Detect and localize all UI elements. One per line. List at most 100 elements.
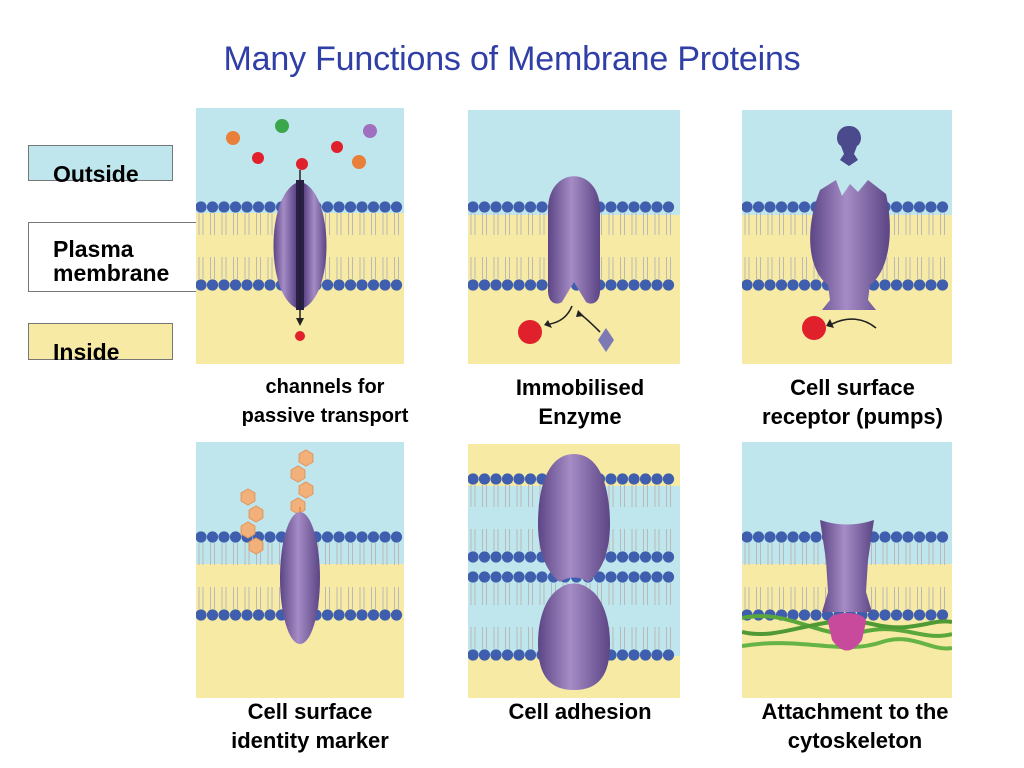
lipid-head: [321, 201, 334, 213]
lipid-head: [229, 609, 242, 621]
molecule-orange: [352, 155, 366, 169]
reaction-arrowhead: [544, 320, 552, 328]
lipid-head: [616, 201, 629, 213]
lipid-head: [593, 571, 606, 583]
lipid-head: [913, 531, 926, 543]
lipid-head: [616, 571, 629, 583]
lipid-head: [902, 279, 914, 291]
lipid-head: [662, 649, 675, 661]
lipid-head: [524, 201, 537, 213]
lipid-head: [879, 279, 891, 291]
lipid-head: [390, 201, 403, 213]
sugar-hexagon: [290, 465, 306, 483]
lipid-head: [218, 531, 230, 543]
lipid-head: [524, 571, 537, 583]
lipid-head: [367, 531, 380, 543]
lipid-head: [752, 279, 765, 291]
lipid-head: [810, 531, 822, 543]
lipid-head: [321, 531, 334, 543]
molecule-red: [295, 331, 305, 341]
adhesion-protein-bottom: [538, 583, 610, 690]
lipid-head: [787, 279, 799, 291]
caption-identity-marker: Cell surface identity marker: [231, 699, 389, 753]
legend-plasma-membrane: Plasma membrane: [28, 222, 196, 292]
lipid-head: [810, 609, 822, 621]
lipid-head: [513, 571, 525, 583]
sugar-hexagon: [240, 488, 256, 506]
transport-arrowhead: [296, 318, 304, 326]
lipid-head: [356, 201, 368, 213]
lipid-head: [206, 201, 219, 213]
sugar-hexagon: [248, 537, 264, 555]
lipid-head: [662, 279, 675, 291]
lipid-head: [241, 609, 253, 621]
legend-outside-label: Outside: [53, 161, 139, 187]
panel-identity-marker: [196, 442, 404, 698]
lipid-head: [356, 531, 368, 543]
lipid-head: [764, 531, 776, 543]
lipid-head: [367, 201, 380, 213]
lipid-head: [524, 551, 537, 563]
lipid-head: [890, 201, 903, 213]
lipid-head: [787, 531, 799, 543]
lipid-head: [639, 473, 652, 485]
caption-cytoskeleton: Attachment to the cytoskeleton: [761, 699, 949, 753]
lipid-head: [390, 531, 403, 543]
lipid-head: [513, 279, 525, 291]
lipid-head: [902, 201, 914, 213]
reaction-arrow: [549, 305, 573, 325]
lipid-head: [628, 201, 640, 213]
lipid-head: [478, 473, 491, 485]
adhesion-protein-top: [538, 454, 610, 582]
lipid-head: [651, 571, 663, 583]
lipid-head: [490, 551, 502, 563]
lipid-head: [628, 473, 640, 485]
lipid-head: [196, 609, 207, 621]
lipid-head: [925, 531, 937, 543]
lipid-head: [490, 279, 502, 291]
lipid-head: [229, 201, 242, 213]
lipid-head: [651, 473, 663, 485]
lipid-head: [628, 551, 640, 563]
lipid-head: [605, 473, 617, 485]
linker-protein: [828, 613, 866, 651]
lipid-head: [605, 571, 617, 583]
lipid-head: [936, 531, 949, 543]
lipid-head: [490, 571, 502, 583]
lipid-head: [662, 201, 675, 213]
lipid-head: [390, 279, 403, 291]
lipid-head: [639, 649, 652, 661]
lipid-head: [468, 571, 479, 583]
channel-protein-right-half: [304, 183, 327, 308]
molecule-green: [275, 119, 289, 133]
molecule-red: [331, 141, 343, 153]
lipid-head: [775, 279, 788, 291]
cytoskeleton-filament: [742, 619, 952, 637]
lipid-head: [616, 551, 629, 563]
lipid-head: [513, 649, 525, 661]
lipid-head: [524, 473, 537, 485]
release-arrow: [831, 318, 877, 329]
lipid-head: [252, 609, 265, 621]
released-molecule: [802, 316, 826, 340]
lipid-head: [367, 609, 380, 621]
lipid-head: [616, 473, 629, 485]
lipid-head: [478, 571, 491, 583]
sugar-hexagon: [298, 449, 314, 467]
lipid-head: [490, 201, 502, 213]
lipid-head: [356, 609, 368, 621]
lipid-head: [605, 551, 617, 563]
lipid-head: [890, 279, 903, 291]
lipid-head: [344, 609, 357, 621]
cytoskeleton-filament: [742, 637, 952, 651]
caption-enzyme: Immobilised Enzyme: [515, 375, 645, 429]
lipid-head: [264, 201, 276, 213]
lipid-head: [616, 279, 629, 291]
substrate-molecule: [598, 328, 614, 352]
lipid-head: [501, 279, 514, 291]
lipid-head: [913, 201, 926, 213]
lipid-head: [651, 279, 663, 291]
legend-outside: Outside: [28, 145, 173, 186]
molecule-orange: [226, 131, 240, 145]
lipid-head: [764, 279, 776, 291]
